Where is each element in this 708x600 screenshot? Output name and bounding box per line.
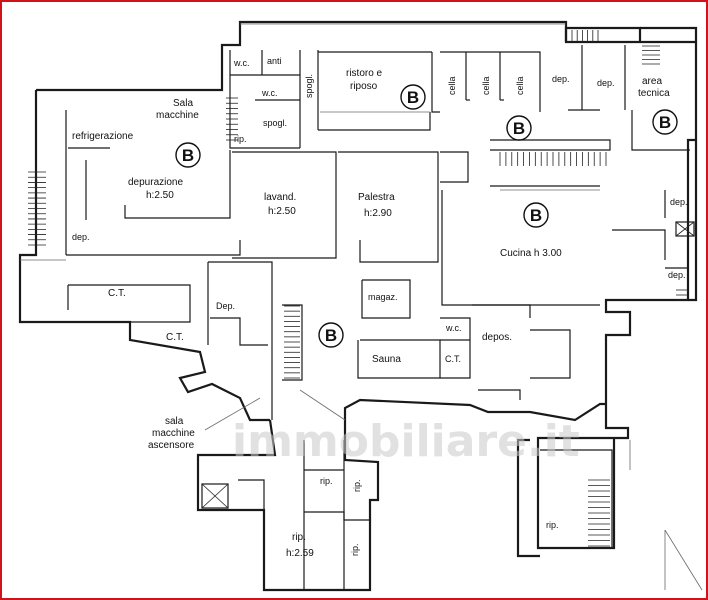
room-label-depos: depos. bbox=[482, 332, 512, 343]
room-labels: w.c. anti w.c. spogl. spogl. rip. ristor… bbox=[72, 56, 688, 559]
detail-lines bbox=[20, 23, 703, 591]
zone-badge-celle: B bbox=[506, 115, 532, 141]
room-label-refrigerazione: refrigerazione bbox=[72, 131, 134, 142]
room-label-dep-right-2: dep. bbox=[668, 270, 686, 280]
room-label-rip-2-vertical: rip. bbox=[352, 479, 362, 492]
zone-badge-label: B bbox=[530, 206, 542, 225]
room-label-tecnica: tecnica bbox=[638, 88, 670, 99]
room-label-palestra-height: h:2.90 bbox=[364, 208, 392, 219]
room-label-rip-4-vertical: rip. bbox=[350, 543, 360, 556]
room-label-anti: anti bbox=[267, 56, 282, 66]
zone-badge-ristoro: B bbox=[400, 84, 426, 110]
room-label-ascensore-line3: ascensore bbox=[148, 440, 195, 451]
zone-badge-label: B bbox=[325, 326, 337, 345]
room-label-dep-right-1: dep. bbox=[670, 197, 688, 207]
room-label-lavand: lavand. bbox=[264, 192, 296, 203]
room-label-ascensore-line2: macchine bbox=[152, 428, 195, 439]
room-label-cucina: Cucina h 3.00 bbox=[500, 248, 562, 259]
room-label-cella-1: cella bbox=[447, 76, 457, 95]
room-label-depurazione-height: h:2.50 bbox=[146, 190, 174, 201]
room-label-rip-small: rip. bbox=[234, 134, 247, 144]
zone-badge-label: B bbox=[659, 113, 671, 132]
room-label-dep-mid: Dep. bbox=[216, 301, 235, 311]
room-label-cella-2: cella bbox=[481, 76, 491, 95]
room-label-sauna: Sauna bbox=[372, 354, 401, 365]
zone-badge-sala: B bbox=[175, 142, 201, 168]
watermark: immobiliare.it bbox=[232, 416, 580, 467]
room-label-ristoro-line1: ristoro e bbox=[346, 68, 383, 79]
room-label-dep-2: dep. bbox=[597, 78, 615, 88]
room-label-area: area bbox=[642, 76, 662, 87]
room-label-ristoro-line2: riposo bbox=[350, 81, 378, 92]
room-label-palestra: Palestra bbox=[358, 192, 395, 203]
room-label-ascensore-line1: sala bbox=[165, 416, 184, 427]
zone-badge-tecnica: B bbox=[652, 109, 678, 135]
room-label-wc-mid: w.c. bbox=[261, 88, 278, 98]
zone-badge-centro: B bbox=[318, 322, 344, 348]
room-label-macchine: macchine bbox=[156, 110, 199, 121]
room-label-rip-1: rip. bbox=[320, 476, 333, 486]
room-label-depurazione: depurazione bbox=[128, 177, 183, 188]
room-label-ct-3: C.T. bbox=[445, 354, 461, 364]
lift-shafts bbox=[201, 221, 695, 509]
room-label-ct-2: C.T. bbox=[166, 332, 184, 343]
room-label-sala: Sala bbox=[173, 98, 193, 109]
room-label-rip-3: rip. bbox=[292, 532, 306, 543]
room-label-magaz: magaz. bbox=[368, 292, 398, 302]
stair-hatching bbox=[28, 30, 688, 547]
room-label-dep-left: dep. bbox=[72, 232, 90, 242]
room-label-wc-top: w.c. bbox=[233, 58, 250, 68]
zone-badge-label: B bbox=[513, 119, 525, 138]
room-label-rip-right: rip. bbox=[546, 520, 559, 530]
zone-badge-label: B bbox=[182, 146, 194, 165]
inner-walls bbox=[65, 45, 690, 590]
room-label-ct-1: C.T. bbox=[108, 288, 126, 299]
room-label-rip-3-height: h:2.59 bbox=[286, 548, 314, 559]
zone-badge-label: B bbox=[407, 88, 419, 107]
room-label-wc-center: w.c. bbox=[445, 323, 462, 333]
zone-badge-cucina: B bbox=[523, 202, 549, 228]
room-label-dep-1: dep. bbox=[552, 74, 570, 84]
room-label-spogl-vertical: spogl. bbox=[304, 74, 314, 98]
outer-walls bbox=[18, 20, 698, 592]
room-label-spogl: spogl. bbox=[263, 118, 287, 128]
room-label-cella-3: cella bbox=[515, 76, 525, 95]
room-label-lavand-height: h:2.50 bbox=[268, 206, 296, 217]
